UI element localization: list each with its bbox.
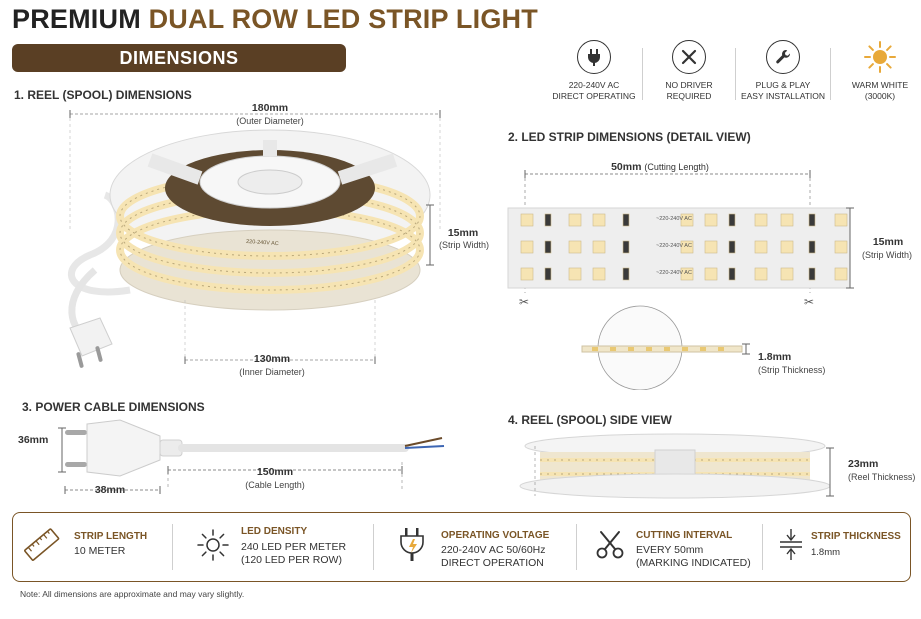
- feature-no-driver-line1: NO DRIVER: [665, 80, 713, 90]
- strip-cut-value: 50mm: [611, 161, 642, 173]
- spec-divider: [576, 524, 577, 570]
- strip-thick-label: (Strip Thickness): [758, 365, 826, 375]
- spec-density-title: LED DENSITY: [241, 526, 308, 537]
- cable-height-value: 36mm: [18, 434, 49, 446]
- strip-print-2: ~220-240V AC: [656, 243, 692, 249]
- reel-outer-value: 180mm: [251, 102, 289, 114]
- spec-length-line1: 10 METER: [74, 545, 126, 557]
- footnote: Note: All dimensions are approximate and…: [20, 589, 245, 599]
- svg-text:✂: ✂: [519, 295, 529, 309]
- spec-cutting-line1: EVERY 50mm: [636, 544, 704, 556]
- reel-outer-label: (Outer Diameter): [236, 116, 304, 126]
- spec-bar: [12, 512, 911, 582]
- feature-divider: [642, 48, 643, 100]
- thickness-icon: [778, 527, 804, 566]
- feature-voltage-line1: 220-240V AC: [568, 80, 620, 90]
- svg-text:✂: ✂: [804, 295, 814, 309]
- scissors-icon: [594, 529, 626, 566]
- strip-print-1: ~220-240V AC: [656, 216, 692, 222]
- spec-cutting-line2: (MARKING INDICATED): [636, 557, 751, 569]
- wrench-icon: [766, 40, 800, 74]
- ruler-icon: [22, 525, 62, 570]
- spec-thickness-title: STRIP THICKNESS: [811, 531, 901, 542]
- section-side-title: 4. REEL (SPOOL) SIDE VIEW: [508, 413, 672, 427]
- dimensions-banner: DIMENSIONS: [12, 44, 346, 72]
- spec-voltage-line1: 220-240V AC 50/60Hz: [441, 544, 546, 556]
- side-thick-label: (Reel Thickness): [848, 472, 916, 482]
- reel-inner-value: 130mm: [253, 353, 291, 365]
- spec-density-line1: 240 LED PER METER: [241, 541, 347, 553]
- cable-plug-value: 38mm: [94, 484, 126, 496]
- plug-bolt-icon: [396, 526, 430, 569]
- spec-thickness-line1: 1.8mm: [811, 547, 841, 558]
- spec-voltage-title: OPERATING VOLTAGE: [441, 530, 550, 541]
- strip-thick-value: 1.8mm: [758, 351, 792, 363]
- feature-divider: [735, 48, 736, 100]
- feature-plug-play-line2: EASY INSTALLATION: [740, 91, 826, 101]
- feature-divider: [830, 48, 831, 100]
- title-product: DUAL ROW LED STRIP LIGHT: [148, 4, 538, 34]
- feature-warm-white: WARM WHITE(3000K): [830, 40, 921, 102]
- strip-detail-illustration: ✂ ✂: [507, 170, 854, 309]
- reel-side-illustration: [519, 433, 834, 499]
- section-cable-title: 3. POWER CABLE DIMENSIONS: [22, 400, 205, 414]
- strip-cut-label: (Cutting Length): [644, 162, 709, 172]
- sun-icon: [863, 40, 897, 74]
- spec-voltage-line2: DIRECT OPERATION: [441, 557, 544, 569]
- strip-width-value: 15mm: [872, 236, 904, 248]
- strip-cut-row: 50mm (Cutting Length): [580, 161, 740, 173]
- spec-divider: [172, 524, 173, 570]
- cable-illustration: [58, 419, 445, 494]
- strip-print-3: ~220-240V AC: [656, 270, 692, 276]
- feature-no-driver-line2: REQUIRED: [666, 91, 712, 101]
- no-driver-icon: [672, 40, 706, 74]
- spec-divider: [762, 524, 763, 570]
- spec-density-line2: (120 LED PER ROW): [241, 554, 342, 566]
- spec-length-title: STRIP LENGTH: [74, 531, 148, 542]
- reel-width-label: (Strip Width): [438, 240, 489, 250]
- spec-cutting-title: CUTTING INTERVAL: [636, 530, 733, 541]
- feature-voltage-line2: DIRECT OPERATING: [552, 91, 636, 101]
- plug-icon: [577, 40, 611, 74]
- strip-thickness-illustration: [581, 305, 750, 390]
- feature-plug-play-line1: PLUG & PLAY: [755, 80, 811, 90]
- cable-length-value: 150mm: [256, 466, 294, 478]
- cable-length-label: (Cable Length): [245, 480, 305, 490]
- strip-width-label: (Strip Width): [861, 250, 912, 260]
- reel-illustration: [67, 110, 441, 368]
- reel-inner-label: (Inner Diameter): [239, 367, 305, 377]
- section-reel-title: 1. REEL (SPOOL) DIMENSIONS: [14, 88, 192, 102]
- spec-divider: [373, 524, 374, 570]
- reel-width-value: 15mm: [447, 227, 479, 239]
- page-title: PREMIUM DUAL ROW LED STRIP LIGHT: [12, 4, 538, 35]
- feature-warm-white-line2: (3000K): [864, 91, 896, 101]
- section-strip-title: 2. LED STRIP DIMENSIONS (DETAIL VIEW): [508, 130, 751, 144]
- sun-outline-icon: [195, 527, 231, 568]
- title-premium: PREMIUM: [12, 4, 141, 34]
- feature-warm-white-line1: WARM WHITE: [851, 80, 909, 90]
- side-thick-value: 23mm: [848, 458, 879, 470]
